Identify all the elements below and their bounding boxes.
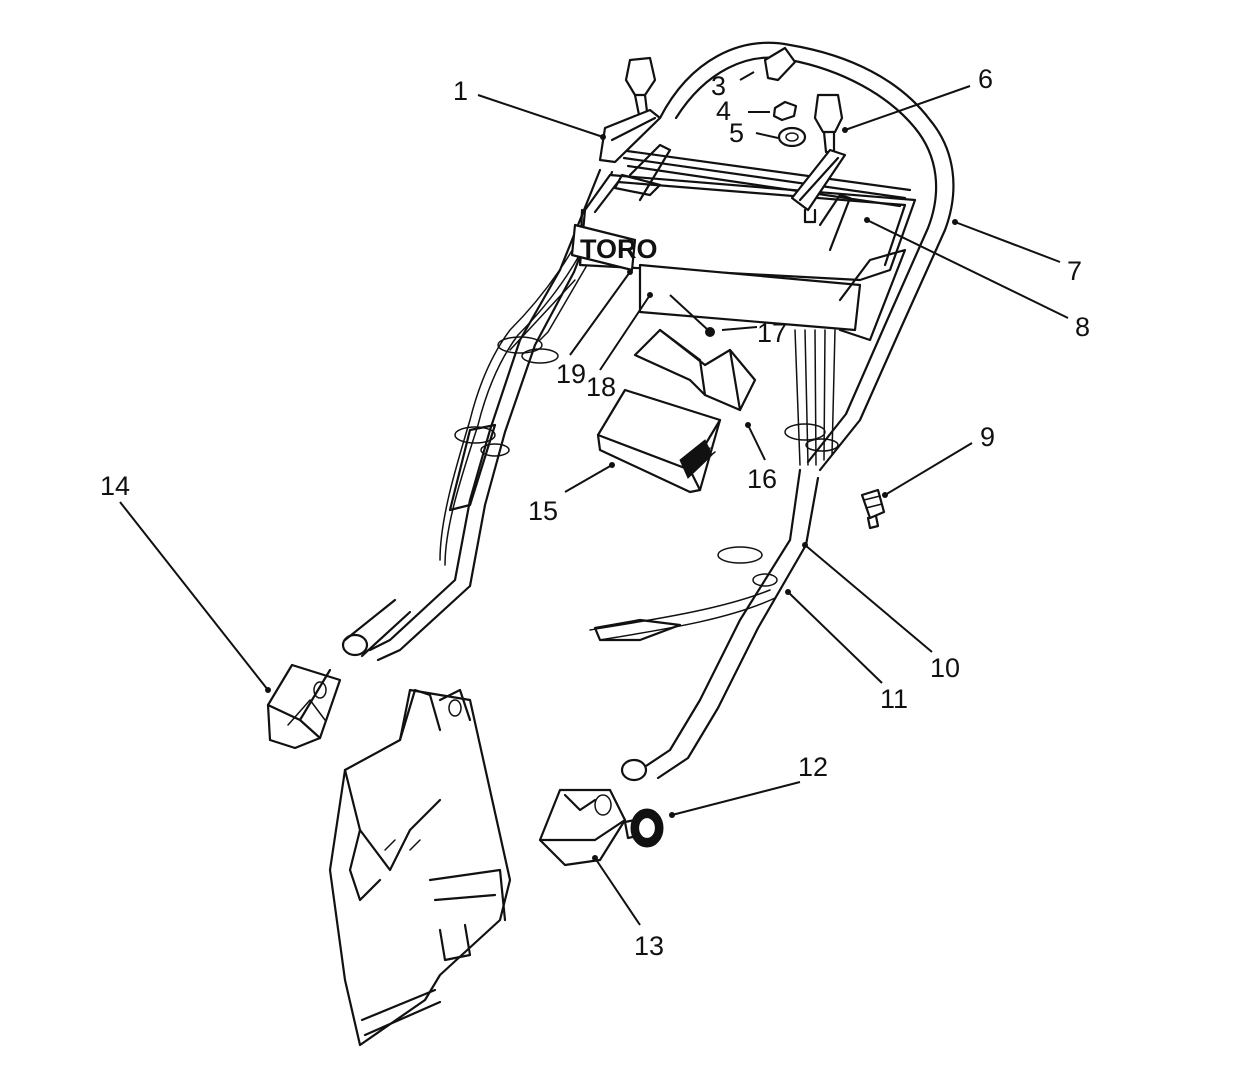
left-handle-rod	[341, 168, 614, 662]
callout-8: 8	[1075, 312, 1090, 342]
callout-15: 15	[528, 496, 558, 526]
right-lower-cable	[589, 589, 771, 631]
callout-12: 12	[798, 752, 828, 782]
callout-16: 16	[747, 464, 777, 494]
upper-handle	[658, 41, 955, 472]
callout-19: 19	[556, 359, 586, 389]
callout-4: 4	[716, 96, 731, 126]
callout-7: 7	[1067, 256, 1082, 286]
cable-clip	[717, 546, 763, 564]
switch-part	[860, 488, 886, 530]
cable-clip	[454, 426, 496, 444]
right-control-lever	[790, 93, 847, 224]
callout-6: 6	[978, 64, 993, 94]
handle-knob	[623, 808, 664, 848]
callout-13: 13	[634, 931, 664, 961]
right-cable-bundle	[784, 329, 839, 466]
left-bracket	[448, 423, 497, 512]
callout-labels: 1 3 4 5 6 7 8 9 10 11 12 13 14 15 16 17 …	[100, 64, 1090, 961]
left-cable	[439, 189, 601, 561]
washer-hole	[785, 132, 799, 142]
callout-18: 18	[586, 372, 616, 402]
callout-14: 14	[100, 471, 130, 501]
leader-lines	[119, 71, 1069, 926]
svg-text:TORO: TORO	[580, 234, 658, 264]
nut-part	[772, 100, 798, 122]
key-part	[763, 46, 797, 82]
left-cable-2	[444, 194, 606, 566]
callout-5: 5	[729, 118, 744, 148]
right-handle-rod	[620, 468, 820, 782]
callout-3: 3	[711, 71, 726, 101]
cable-clip	[480, 443, 510, 457]
right-lower-cable-2	[599, 597, 776, 641]
cable-end-bracket	[593, 618, 682, 642]
callout-17: 17	[757, 318, 787, 348]
brand-logo: TORO	[570, 223, 658, 272]
chute-deflector	[328, 688, 512, 1047]
left-handle-mount	[266, 663, 342, 750]
callout-11: 11	[880, 684, 908, 714]
left-control-lever	[598, 56, 662, 164]
right-handle-mount	[538, 788, 627, 867]
washer-part	[777, 126, 807, 148]
cable-clip	[497, 336, 543, 354]
control-panel	[578, 143, 917, 342]
callout-9: 9	[980, 422, 995, 452]
callout-1: 1	[453, 76, 468, 106]
battery-bracket	[633, 328, 757, 412]
callout-10: 10	[930, 653, 960, 683]
cable-clip	[752, 573, 778, 587]
battery	[596, 388, 722, 494]
cable-clip	[521, 348, 559, 364]
